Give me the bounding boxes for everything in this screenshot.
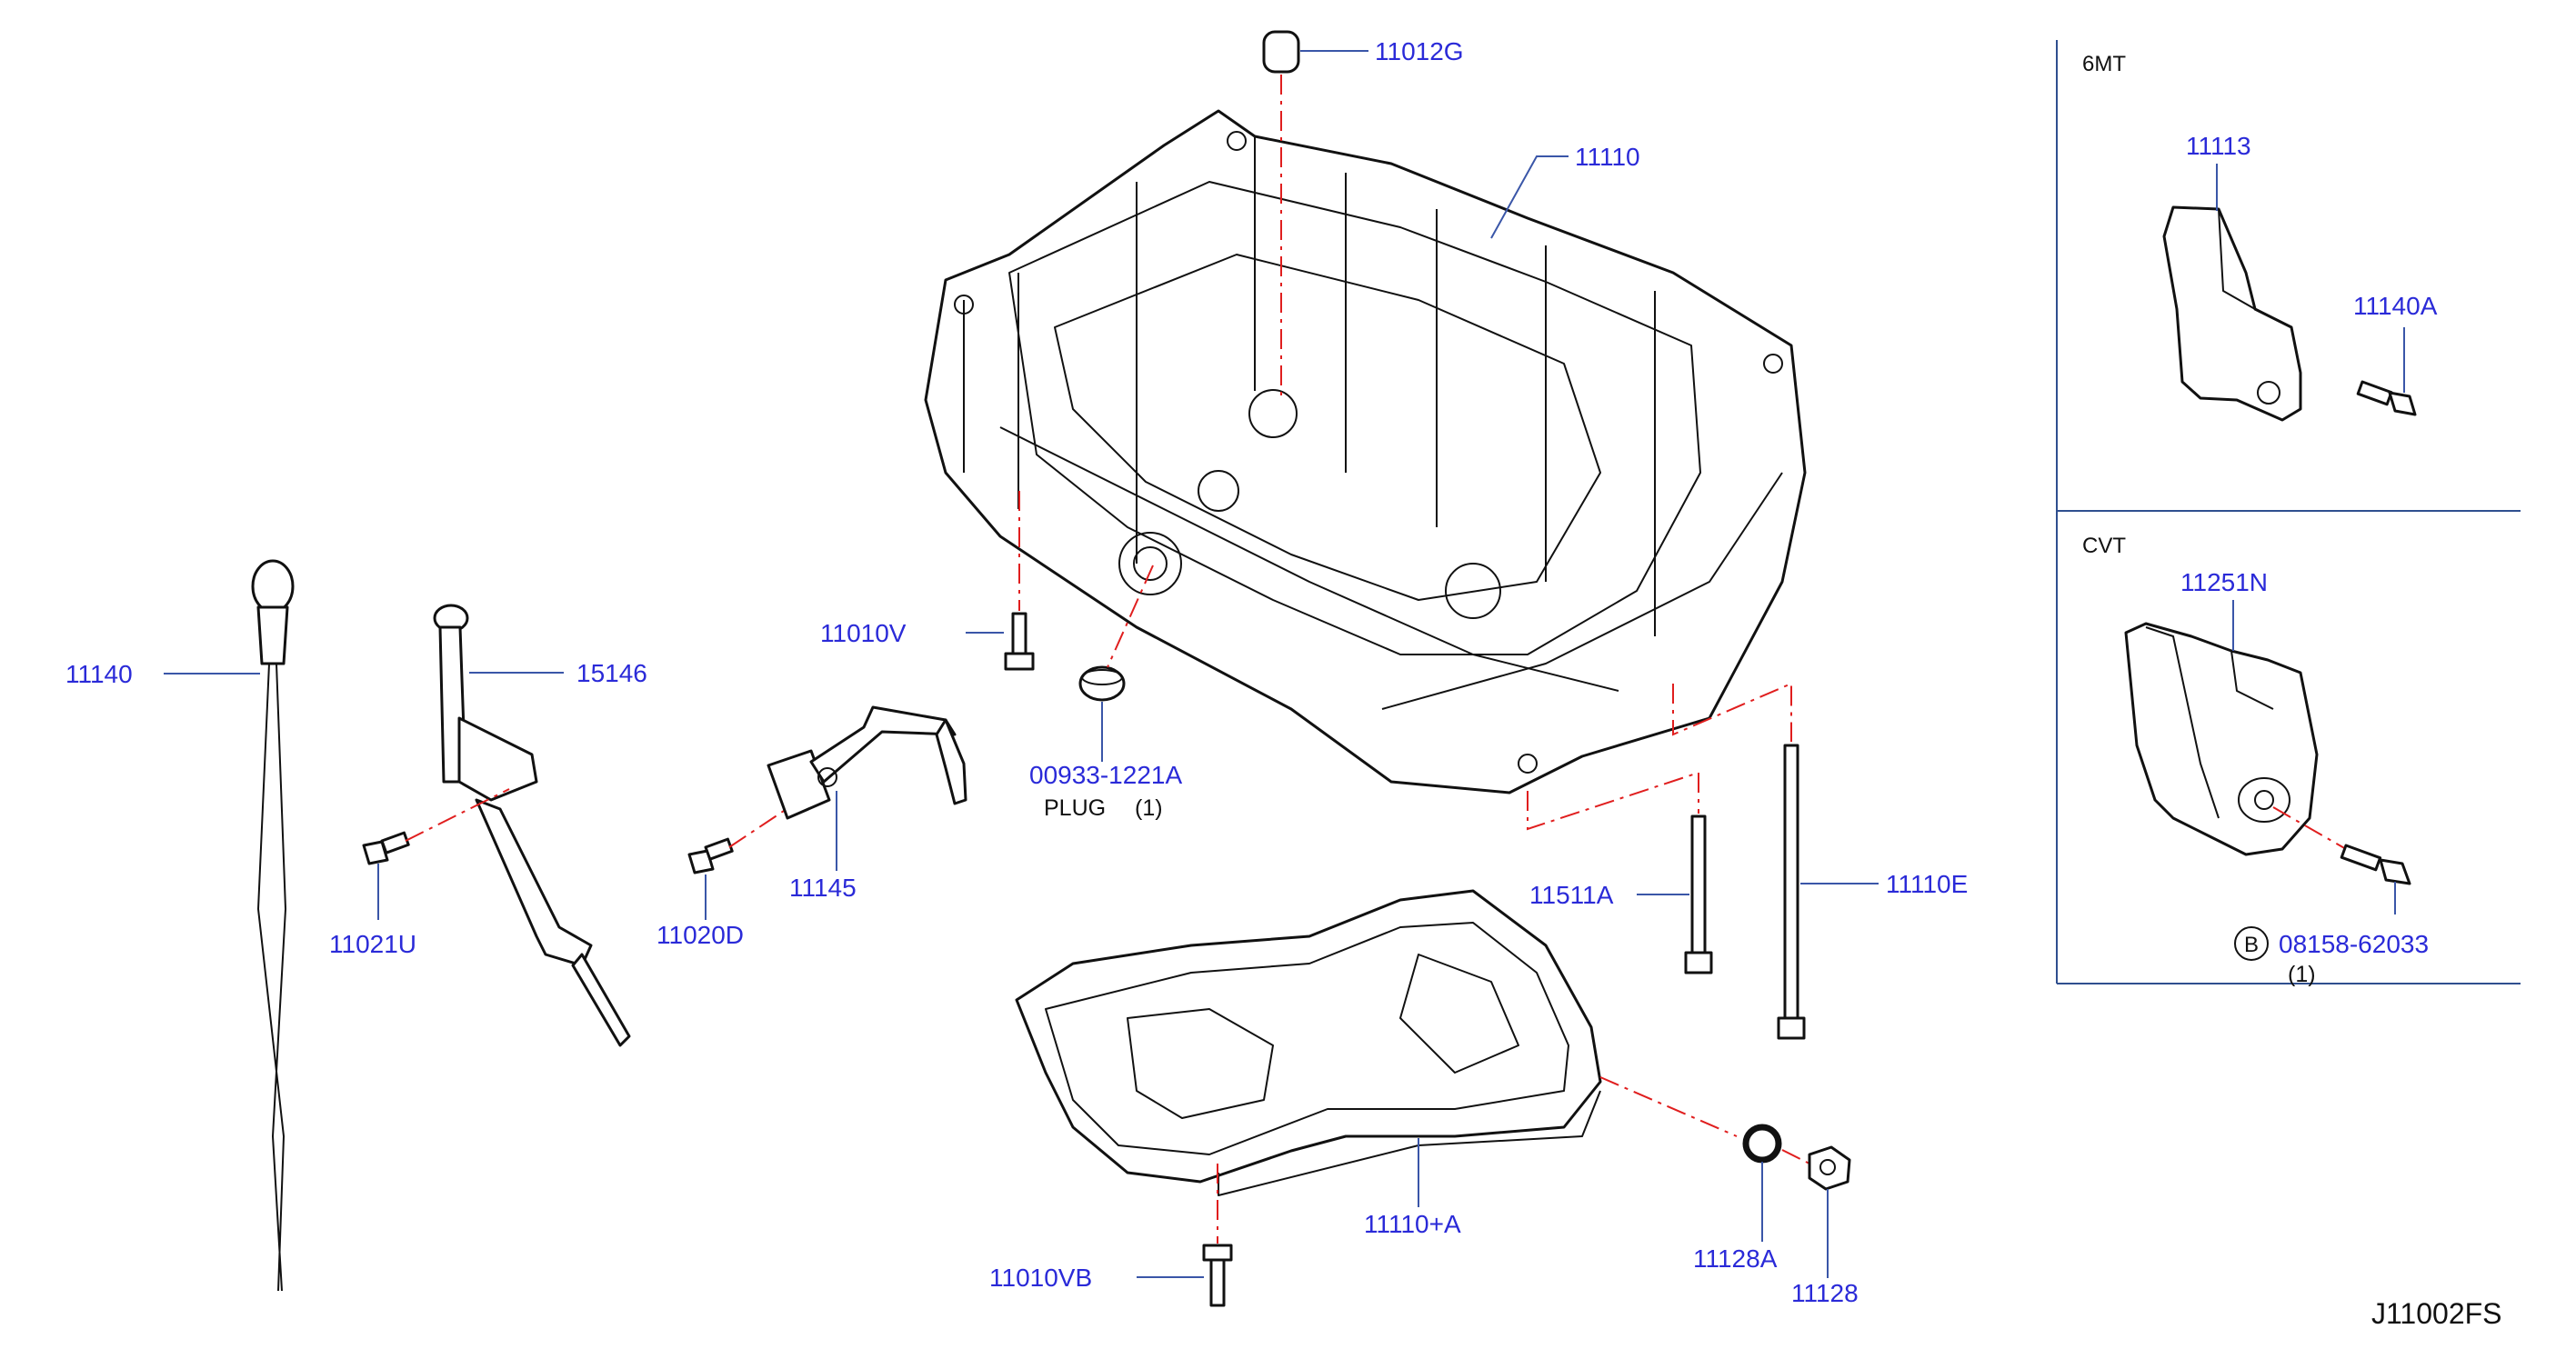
bolt-marker-circle	[2234, 926, 2269, 961]
part-number-11110[interactable]: 11110	[1575, 143, 1640, 171]
bolt-11021U-drawing	[362, 831, 410, 865]
drain-plug-drawing	[1808, 1145, 1851, 1191]
plug-drawing	[1078, 665, 1126, 702]
mt-bracket-drawing	[2162, 205, 2302, 422]
variant-frame	[2056, 40, 2521, 984]
section-label-cvt: CVT	[2082, 534, 2126, 558]
part-number-11251N[interactable]: 11251N	[2180, 568, 2268, 596]
cvt-bolt-quantity: (1)	[2288, 962, 2316, 987]
drain-washer-drawing	[1742, 1124, 1782, 1164]
part-number-11110E[interactable]: 11110E	[1886, 870, 1968, 898]
plug-quantity: (1)	[1135, 795, 1163, 821]
plug-label: PLUG	[1044, 795, 1106, 821]
part-number-11511A[interactable]: 11511A	[1529, 881, 1614, 909]
dipstick-drawing	[251, 559, 295, 1292]
cvt-bolt-drawing	[2340, 844, 2411, 885]
dipstick-guide-drawing	[433, 604, 631, 1047]
part-number-11010VB[interactable]: 11010VB	[989, 1264, 1092, 1292]
section-label-6mt: 6MT	[2082, 52, 2126, 76]
filler-cap-drawing	[1262, 30, 1300, 74]
bolt-11010V-drawing	[1004, 612, 1035, 671]
part-number-00933-1221A[interactable]: 00933-1221A	[1029, 761, 1182, 789]
part-number-11010V[interactable]: 11010V	[820, 619, 907, 647]
diagram-reference-code: J11002FS	[2371, 1297, 2502, 1330]
part-number-11012G[interactable]: 11012G	[1375, 37, 1464, 65]
bolt-11020D-drawing	[687, 837, 734, 874]
part-number-11021U[interactable]: 11021U	[329, 930, 416, 958]
part-number-11110+A[interactable]: 11110+A	[1364, 1210, 1461, 1238]
part-number-08158-62033[interactable]: 08158-62033	[2279, 930, 2429, 958]
mt-bolt-drawing	[2356, 380, 2417, 416]
part-number-11145[interactable]: 11145	[789, 874, 857, 902]
part-number-15146[interactable]: 15146	[576, 659, 647, 687]
lower-oil-pan-drawing	[1015, 889, 1602, 1196]
stud-11110E-drawing	[1777, 744, 1806, 1040]
part-number-11113[interactable]: 11113	[2186, 132, 2251, 160]
upper-oil-pan-drawing	[924, 109, 1807, 794]
cvt-bracket-drawing	[2124, 622, 2319, 856]
part-number-11128A[interactable]: 11128A	[1693, 1244, 1778, 1273]
part-number-11020D[interactable]: 11020D	[657, 921, 744, 949]
part-number-11140A[interactable]: 11140A	[2353, 292, 2438, 320]
part-number-11140[interactable]: 11140	[65, 660, 133, 688]
bolt-11010VB-drawing	[1202, 1244, 1233, 1307]
bolt-marker-letter: B	[2244, 933, 2259, 957]
stud-11511A-drawing	[1684, 814, 1713, 974]
guide-tube-drawing	[767, 705, 967, 820]
part-number-11128[interactable]: 11128	[1791, 1279, 1859, 1307]
